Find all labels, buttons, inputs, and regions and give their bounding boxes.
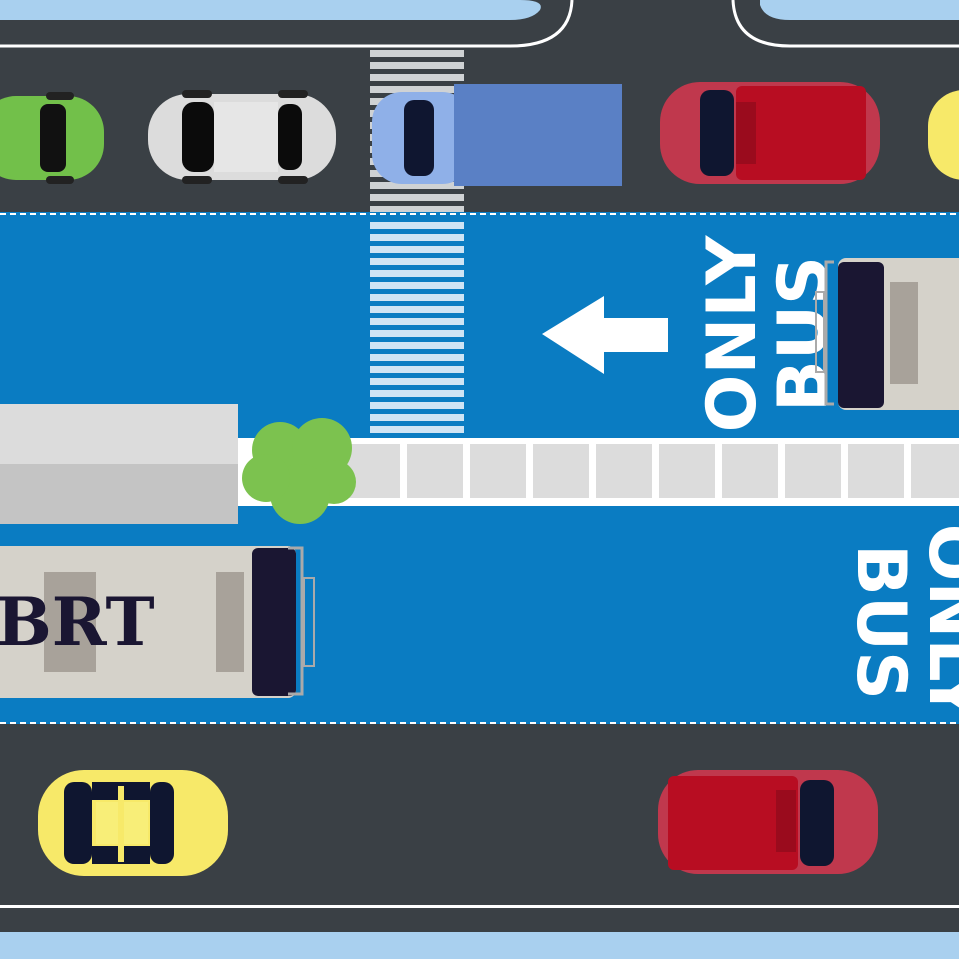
median-tile: [785, 444, 841, 498]
crosswalk-stripe: [370, 246, 464, 253]
crosswalk-stripe: [370, 270, 464, 277]
car-red-bottom: [658, 770, 878, 874]
crosswalk-stripe: [370, 414, 464, 421]
median-tile: [470, 444, 526, 498]
left-arrow-icon: [542, 296, 668, 374]
crosswalk-stripe: [370, 86, 464, 93]
bottom-sidewalk: [0, 905, 959, 959]
tree-icon: [242, 418, 356, 524]
crosswalk-stripe: [370, 378, 464, 385]
lane-marking-lower-only: ONLY: [913, 524, 959, 721]
crosswalk-stripe: [370, 306, 464, 313]
crosswalk-stripe: [370, 258, 464, 265]
median-tile: [848, 444, 904, 498]
bus-lane-upper: [0, 212, 959, 438]
lane-marking-lower: BUS ONLY: [841, 524, 959, 721]
car-red-top: [660, 82, 880, 184]
lane-marking-upper-only: ONLY: [693, 235, 772, 432]
crosswalk-stripe: [370, 222, 464, 229]
top-sidewalk: [0, 0, 959, 48]
crosswalk-stripe: [370, 206, 464, 213]
brt-station: [0, 404, 238, 524]
bus-lower: BRT: [0, 546, 315, 698]
crosswalk-stripe: [370, 50, 464, 57]
crosswalk-stripe: [370, 402, 464, 409]
crosswalk-stripe: [370, 390, 464, 397]
lane-marking-upper: ONLY BUS: [693, 235, 843, 432]
median-tile: [659, 444, 715, 498]
crosswalk-stripe: [370, 182, 464, 189]
crosswalk-stripe: [370, 62, 464, 69]
bus-body-label: BRT: [0, 583, 155, 661]
median-tile: [407, 444, 463, 498]
crosswalk-stripe: [370, 194, 464, 201]
lane-marking-upper-bus: BUS: [764, 256, 843, 412]
car-yellow-top: [928, 90, 959, 180]
crosswalk-stripe: [370, 354, 464, 361]
crosswalk-stripe: [370, 294, 464, 301]
crosswalk-stripe: [370, 426, 464, 433]
crosswalk-stripe: [370, 74, 464, 81]
car-yellow-bottom: [38, 770, 228, 876]
car-white: [148, 90, 336, 184]
lane-marking-lower-bus: BUS: [841, 544, 920, 700]
median-tile: [911, 444, 959, 498]
crosswalk-stripe: [370, 366, 464, 373]
crosswalk-stripe: [370, 234, 464, 241]
bus-upper: [815, 258, 959, 410]
car-green: [0, 92, 104, 184]
median-tile: [722, 444, 778, 498]
crosswalk-stripe: [370, 330, 464, 337]
crosswalk-bus-lane: [370, 222, 464, 433]
truck-blue: [372, 84, 622, 186]
median-tile: [596, 444, 652, 498]
median-tile: [533, 444, 589, 498]
median: [238, 438, 959, 506]
crosswalk-stripe: [370, 282, 464, 289]
crosswalk-stripe: [370, 318, 464, 325]
crosswalk-stripe: [370, 342, 464, 349]
